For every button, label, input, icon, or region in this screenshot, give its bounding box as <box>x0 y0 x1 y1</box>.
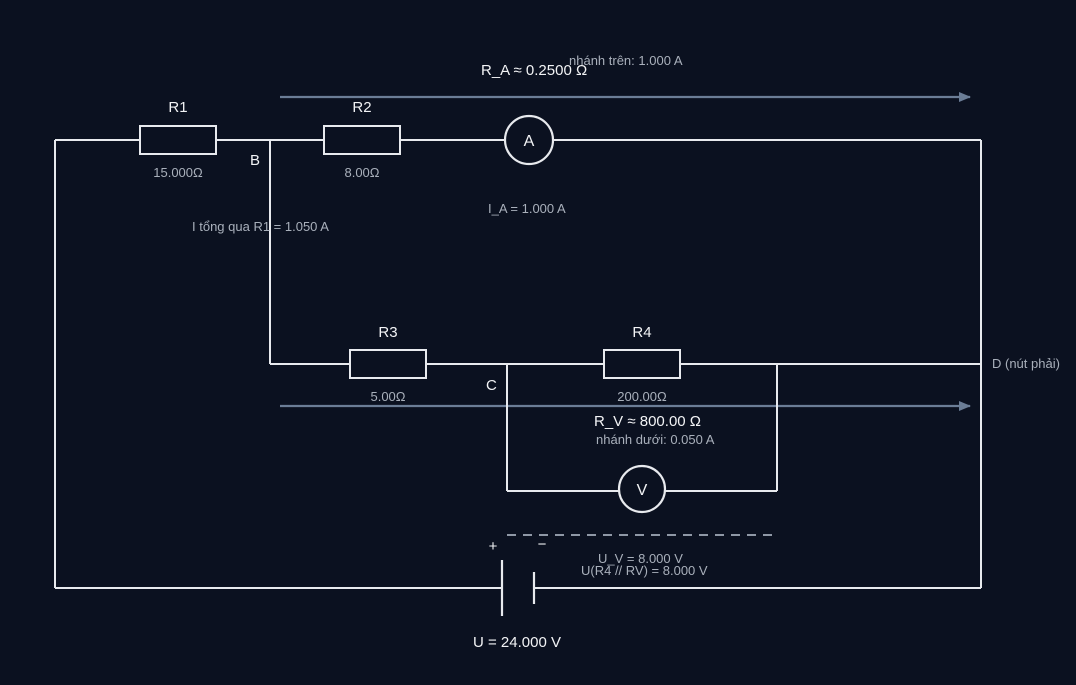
upper-branch-current: nhánh trên: 1.000 A <box>569 53 683 68</box>
resistor-r2 <box>323 125 401 155</box>
ammeter-symbol: A <box>524 133 535 150</box>
ammeter-reading: I_A = 1.000 A <box>488 201 566 216</box>
battery-minus-sign: − <box>538 536 547 553</box>
node-b-label: B <box>250 152 260 169</box>
voltmeter-symbol: V <box>637 482 648 499</box>
resistor-r4 <box>603 349 681 379</box>
node-c-label: C <box>486 377 497 394</box>
source-voltage: U = 24.000 V <box>473 634 561 651</box>
r3-name: R3 <box>378 324 397 341</box>
voltmeter-resistance: R_V ≈ 800.00 Ω <box>594 413 701 430</box>
r4-name: R4 <box>632 324 651 341</box>
r4-value: 200.00Ω <box>617 389 667 404</box>
voltmeter-reading: U_V = 8.000 V <box>598 551 683 566</box>
parallel-voltage: U(R4 // RV) = 8.000 V <box>581 563 708 578</box>
r1-name: R1 <box>168 99 187 116</box>
battery-plus-sign: + <box>489 538 498 555</box>
lower-branch-current: nhánh dưới: 0.050 A <box>596 432 715 447</box>
resistor-r1 <box>139 125 217 155</box>
node-d-label: D (nút phải) <box>992 356 1060 371</box>
total-current: I tổng qua R1 = 1.050 A <box>192 219 329 234</box>
r1-value: 15.000Ω <box>153 165 203 180</box>
r2-name: R2 <box>352 99 371 116</box>
ammeter-resistance: R_A ≈ 0.2500 Ω <box>481 62 587 79</box>
circuit-wires <box>54 139 982 589</box>
r3-value: 5.00Ω <box>370 389 405 404</box>
battery <box>500 560 536 616</box>
r2-value: 8.00Ω <box>344 165 379 180</box>
ammeter <box>503 114 555 166</box>
resistor-r3 <box>349 349 427 379</box>
voltmeter <box>617 464 667 514</box>
